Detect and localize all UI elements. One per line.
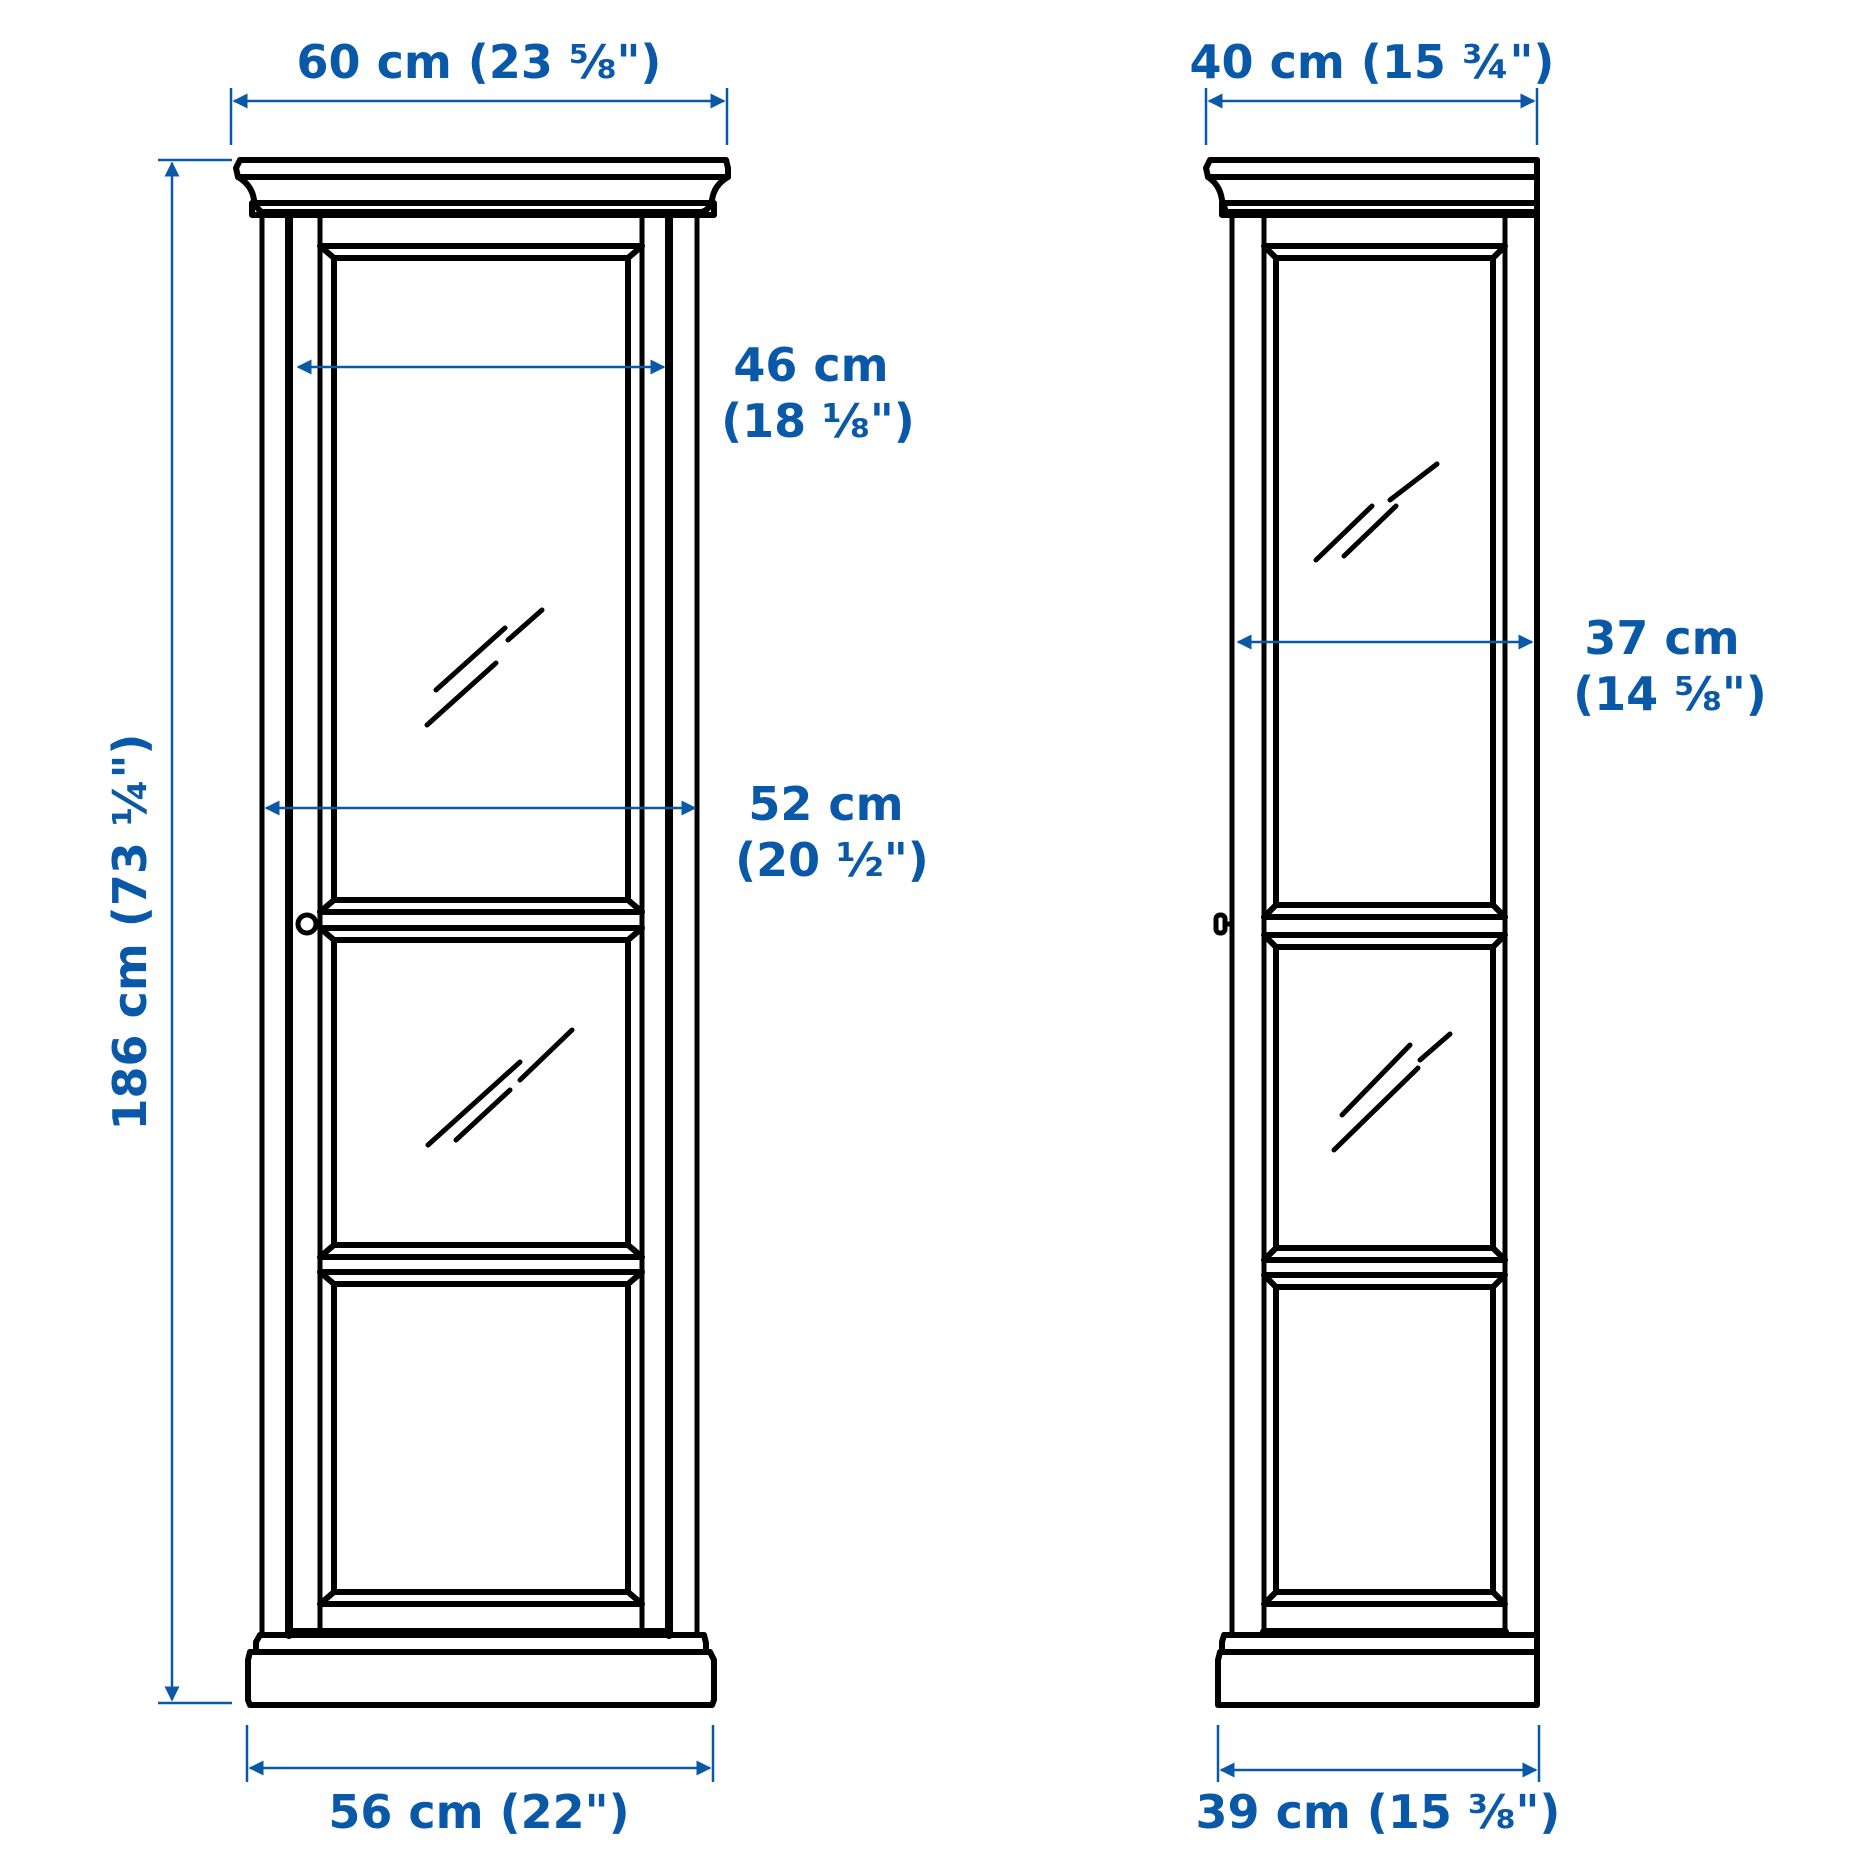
mid-rail-lower (1261, 1257, 1508, 1290)
plinth (245, 1649, 717, 1708)
glass-reflection-icon (425, 1027, 575, 1148)
side-view-cabinet (1203, 157, 1540, 1708)
cornice (1203, 157, 1540, 180)
cornice (233, 157, 731, 180)
inner-width-label-in: (18 ⅛") (721, 394, 915, 448)
cornice-cove (235, 174, 731, 215)
middle-panel (317, 937, 645, 1260)
knob-icon (295, 912, 319, 936)
glass-reflection-icon (1313, 461, 1440, 563)
lower-panel (317, 1281, 645, 1607)
top-depth-label: 40 cm (15 ¾") (1190, 35, 1555, 89)
top-width-label: 60 cm (23 ⅝") (297, 35, 662, 89)
inner-width-label-cm: 46 cm (733, 338, 888, 392)
upper-panel (1261, 243, 1508, 920)
mid-rail-upper (1261, 914, 1508, 950)
dimension-lines (158, 88, 1541, 1782)
inner-depth-label-cm: 37 cm (1584, 611, 1739, 665)
base-depth-label: 39 cm (15 ⅜") (1196, 1785, 1561, 1839)
middle-panel (1261, 944, 1508, 1263)
lower-panel (1261, 1284, 1508, 1607)
mid-rail-lower (317, 1254, 645, 1287)
front-view-cabinet (233, 157, 731, 1708)
frame-width-label-cm: 52 cm (748, 777, 903, 831)
frame-width-label-in: (20 ½") (735, 833, 929, 887)
inner-depth-label-in: (14 ⅝") (1573, 667, 1767, 721)
glass-reflection-icon (1331, 1031, 1453, 1153)
base-width-label: 56 cm (22") (328, 1785, 629, 1839)
upper-panel (317, 243, 645, 915)
height-label: 186 cm (73 ¼") (103, 734, 157, 1131)
cornice-band (249, 200, 717, 218)
cornice-cove (1205, 174, 1540, 215)
glass-reflection-icon (424, 607, 545, 728)
plinth (1215, 1649, 1540, 1708)
mid-rail-upper (317, 909, 645, 943)
knob-side-icon (1213, 912, 1235, 936)
